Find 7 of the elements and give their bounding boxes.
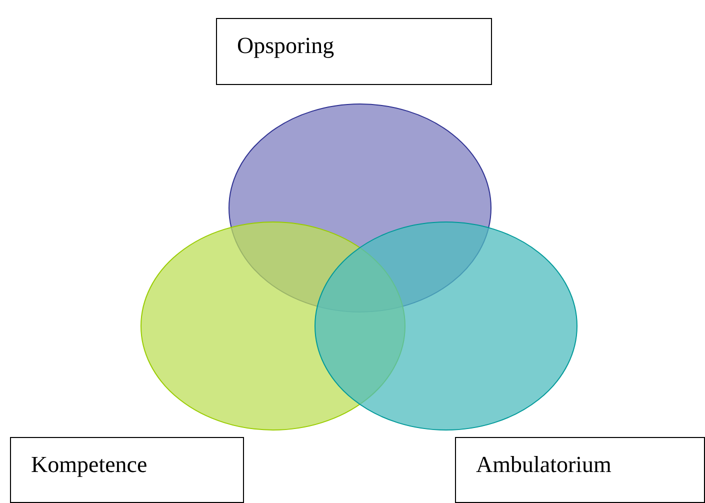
box-label: Opsporing [237, 33, 334, 59]
venn-ellipse [314, 222, 578, 430]
label-box [216, 18, 492, 85]
box-label: Ambulatorium [476, 452, 612, 478]
label-box [455, 437, 705, 503]
box-label: Kompetence [31, 452, 148, 478]
label-box [10, 437, 244, 503]
